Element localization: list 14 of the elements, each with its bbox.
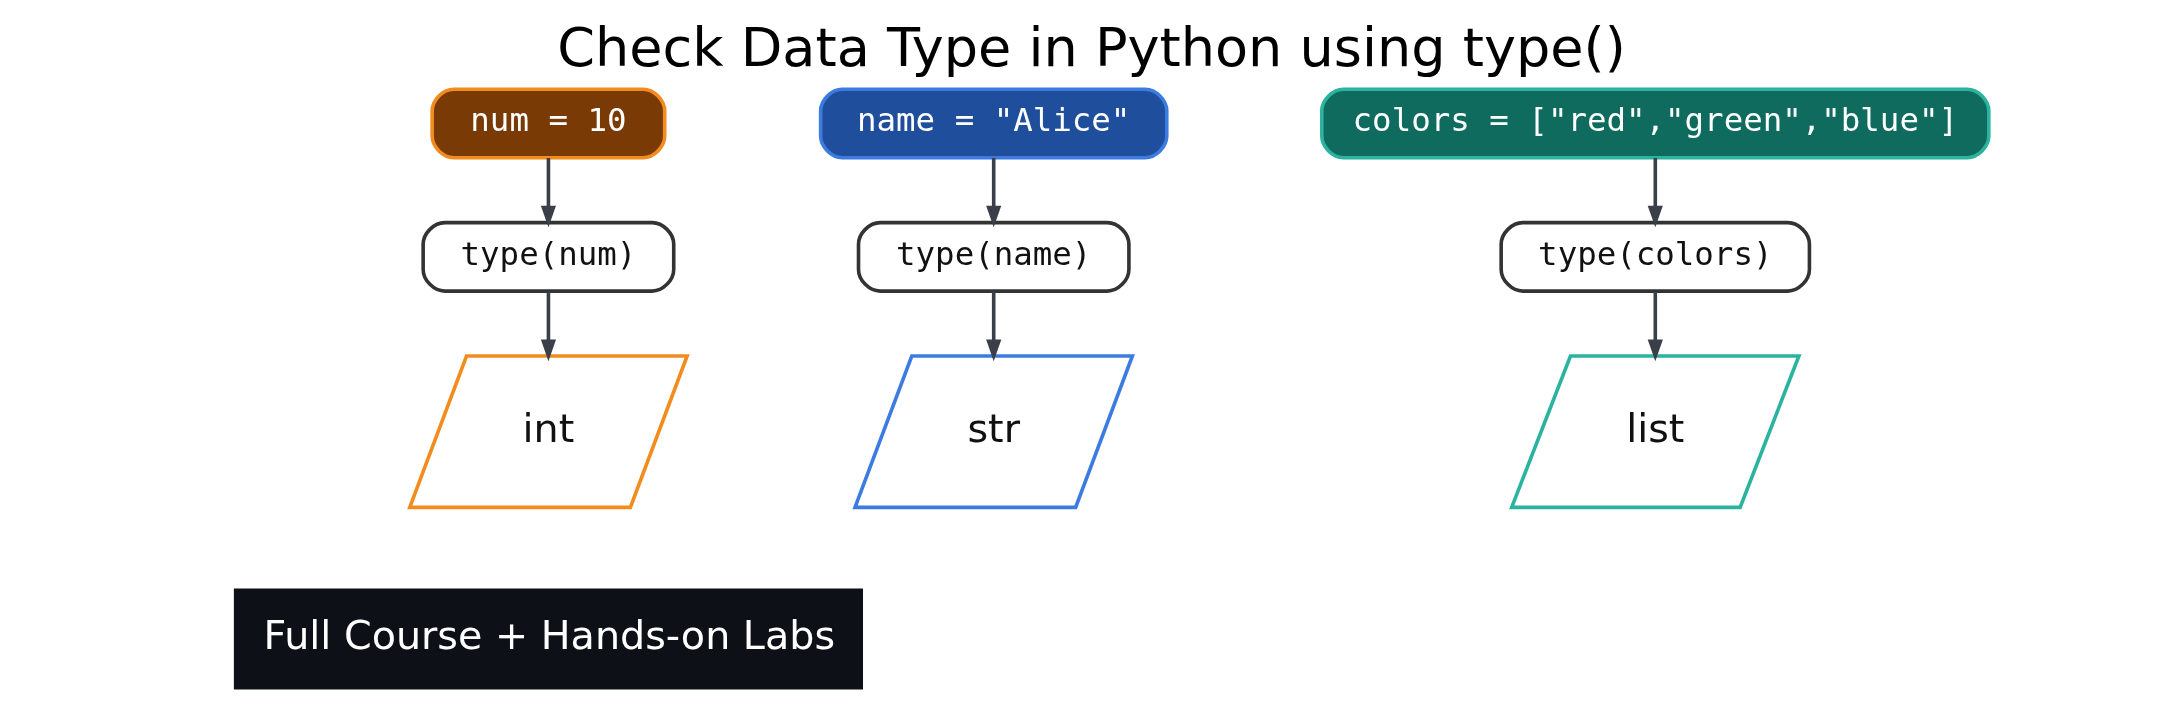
node-box: name = "Alice" (818, 87, 1169, 160)
arrow (985, 291, 1001, 362)
node-box: type(colors) (1498, 220, 1811, 293)
arrow (540, 291, 556, 362)
arrow (540, 158, 556, 228)
arrow (985, 158, 1001, 228)
node-box: type(name) (856, 220, 1131, 293)
diagram-title: Check Data Type in Python using type() (556, 15, 1626, 79)
node-box: colors = ["red","green","blue"] (1319, 87, 1991, 160)
arrow (1647, 158, 1663, 228)
arrow (1647, 291, 1663, 362)
node-box: type(num) (420, 220, 676, 293)
node-box: num = 10 (429, 87, 666, 160)
label: Full Course + Hands-on Labs (263, 612, 835, 659)
